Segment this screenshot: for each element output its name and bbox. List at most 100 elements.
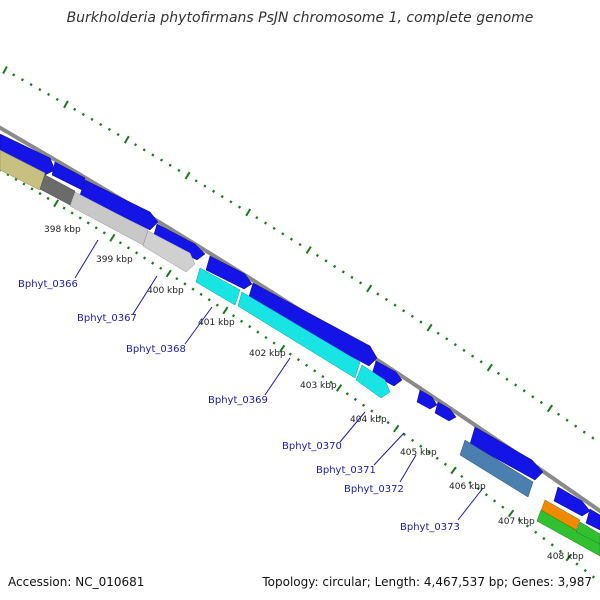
gc-tick [345, 392, 349, 396]
gc-tick [229, 200, 233, 204]
gc-tick [378, 415, 382, 419]
gene-bar-lightgrey[interactable] [142, 230, 196, 273]
gc-tick [248, 324, 252, 329]
gc-tick [384, 297, 389, 302]
gc-tick [470, 354, 475, 358]
gc-tick [263, 221, 268, 225]
gene-label[interactable]: Bphyt_0371 [316, 465, 376, 476]
gene-arrow[interactable] [205, 255, 253, 290]
gene-label[interactable]: Bphyt_0366 [18, 279, 78, 290]
gc-tick [298, 243, 302, 247]
gc-tick [565, 553, 572, 562]
gene-label[interactable]: Bphyt_0369 [208, 395, 268, 406]
gc-tick [411, 438, 415, 442]
gc-tick [279, 344, 286, 353]
gc-tick [402, 432, 406, 437]
gc-tick [582, 430, 586, 434]
gc-tick [191, 287, 195, 291]
gc-tick [159, 158, 164, 162]
gc-tick [133, 143, 138, 147]
gc-tick [550, 543, 554, 547]
gc-tick [534, 530, 538, 534]
gc-tick [142, 148, 146, 152]
gc-tick [38, 87, 42, 92]
gc-tick [30, 187, 34, 191]
gc-tick [376, 292, 380, 296]
gc-tick [453, 343, 457, 347]
gc-tick [517, 518, 521, 522]
gc-tick [507, 509, 515, 518]
outer-gc-ticks [2, 66, 600, 445]
gc-tick [239, 319, 244, 323]
gene-arrow[interactable] [434, 401, 457, 422]
gc-tick [255, 216, 259, 220]
gc-tick [29, 83, 33, 87]
gc-tick [583, 568, 587, 573]
gene-arrow[interactable] [416, 389, 438, 410]
gc-tick [116, 132, 120, 137]
gc-tick [315, 253, 319, 258]
gc-tick [329, 380, 333, 384]
reverse-genes [0, 149, 600, 557]
gene-arrow[interactable] [0, 133, 56, 176]
map-title: Burkholderia phytofirmans PsJN chromosom… [66, 10, 534, 26]
gc-tick [410, 314, 414, 318]
gc-tick [479, 360, 483, 364]
gene-label[interactable]: Bphyt_0368 [126, 344, 186, 355]
gc-tick [199, 292, 203, 296]
gene-arrow[interactable] [585, 508, 600, 531]
gc-tick [73, 107, 77, 111]
gc-tick [501, 505, 505, 509]
gc-tick [496, 371, 501, 376]
gene-bar-cyan[interactable] [355, 364, 391, 399]
gc-tick [462, 348, 466, 353]
gc-tick [460, 474, 464, 479]
gc-tick [353, 397, 358, 402]
gene-bar-grey[interactable] [69, 191, 149, 246]
leader-line [264, 357, 291, 396]
gc-tick [468, 480, 472, 485]
gc-tick [426, 323, 433, 332]
gc-tick [86, 221, 90, 225]
gene-bar-darkgrey[interactable] [39, 174, 76, 206]
gc-tick [165, 269, 172, 278]
gene-bar-green[interactable] [575, 521, 600, 545]
gc-tick [370, 409, 374, 413]
gc-tick [361, 403, 366, 407]
gene-arrow[interactable] [469, 426, 544, 481]
gene-bar-khaki[interactable] [0, 149, 46, 191]
gc-tick [14, 177, 18, 181]
gc-tick [289, 237, 294, 241]
gc-tick [476, 487, 480, 491]
gene-bar-steelblue[interactable] [459, 439, 534, 498]
gene-arrow[interactable] [79, 179, 159, 231]
gc-tick [591, 575, 596, 579]
gc-tick [256, 330, 260, 334]
gene-label[interactable]: Bphyt_0373 [400, 522, 460, 533]
gene-arrow[interactable] [553, 486, 591, 517]
gc-tick [386, 421, 390, 425]
gc-tick [22, 182, 26, 186]
gene-label[interactable]: Bphyt_0367 [77, 313, 137, 324]
gc-tick [522, 389, 526, 393]
accession-text: Accession: NC_010681 [8, 575, 145, 589]
gc-tick [175, 277, 179, 281]
gc-tick [53, 199, 60, 208]
gene-label[interactable]: Bphyt_0372 [344, 484, 404, 495]
kbp-axis: 398 kbp 399 kbp 400 kbp 401 kbp 402 kbp … [44, 225, 584, 562]
gc-tick [62, 206, 66, 210]
gc-tick [177, 168, 181, 172]
gene-bar-cyan[interactable] [195, 267, 241, 306]
gc-tick [288, 352, 292, 356]
kbp-tick-label: 402 kbp [249, 349, 286, 359]
gene-bar-cyan[interactable] [237, 291, 361, 379]
gene-label[interactable]: Bphyt_0370 [282, 441, 342, 452]
gc-tick [450, 466, 457, 475]
gc-tick [102, 231, 106, 235]
gc-tick [574, 424, 578, 428]
gc-tick [505, 377, 509, 381]
kbp-tick-label: 407 kbp [498, 517, 535, 527]
gc-tick [272, 341, 276, 345]
gc-tick [402, 309, 406, 313]
